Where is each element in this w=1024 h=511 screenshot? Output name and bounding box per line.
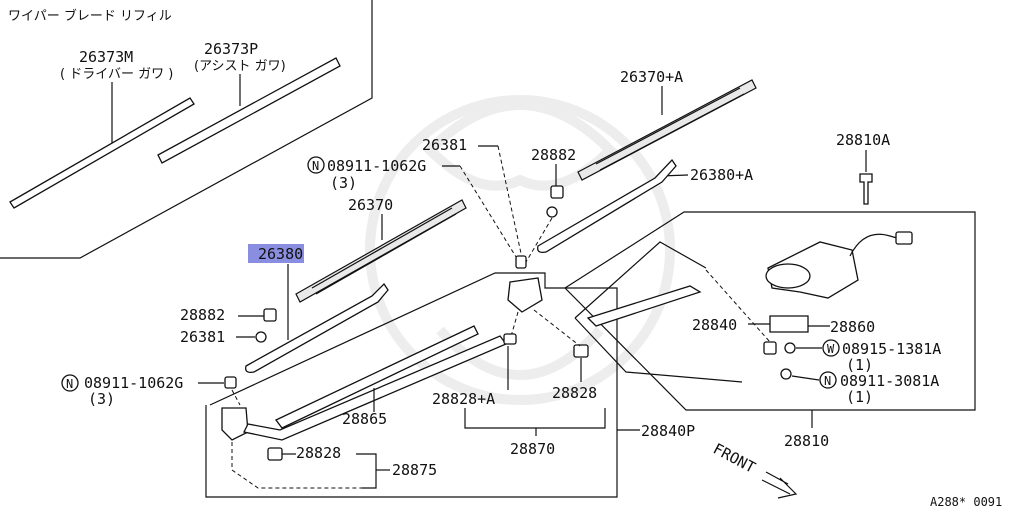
nut-motor — [763, 341, 777, 355]
motor-connector — [895, 231, 913, 245]
refill-assist-strip — [157, 57, 341, 164]
label-08911-top-qty: (3) — [330, 174, 357, 192]
label-26380a: 26380+A — [690, 166, 753, 184]
nut-28882-top — [550, 185, 564, 199]
pivot-right — [507, 277, 543, 313]
bracket-28860 — [769, 315, 809, 333]
label-28840: 28840 — [692, 316, 737, 334]
cap-26381-left — [255, 331, 267, 343]
nut-n-motor — [780, 368, 792, 380]
label-26373m-note: ( ドライバー ガワ ) — [60, 67, 173, 82]
motor-body — [765, 263, 811, 289]
linkage-group: 28840P 28865 28828+A 28828 28870 28828 2… — [205, 272, 695, 498]
bracket-28840 — [586, 285, 702, 327]
label-28828-b: 28828 — [552, 384, 597, 402]
label-28810: 28810 — [784, 432, 829, 450]
label-26370: 26370 — [348, 196, 393, 214]
nut-top-stack — [515, 255, 527, 269]
n-symbol-motor: N — [824, 374, 831, 388]
motor-harness — [849, 233, 905, 257]
n-circle-left — [61, 374, 79, 392]
label-08911-left-qty: (3) — [88, 390, 115, 408]
assist-blade-group: 26370+A 26380+A 26381 28882 N 08911-1062… — [307, 68, 757, 269]
highlight-26380 — [248, 244, 304, 263]
label-26370a: 26370+A — [620, 68, 683, 86]
label-08915: 08915-1381A — [842, 340, 941, 358]
label-28828a: 28828+A — [432, 390, 495, 408]
label-26373p-note: (アシスト ガワ) — [194, 59, 286, 74]
label-26373m: 26373M — [79, 48, 133, 66]
label-26373p: 26373P — [204, 40, 258, 58]
label-26380: 26380 — [258, 245, 303, 263]
label-28875: 28875 — [392, 461, 437, 479]
washer-w — [784, 342, 796, 354]
nut-28882-left — [263, 308, 277, 322]
pivot-left — [221, 407, 249, 441]
label-28882-top: 28882 — [531, 146, 576, 164]
nut-left — [224, 376, 237, 389]
label-26381-top: 26381 — [422, 136, 467, 154]
assist-arm — [537, 158, 677, 254]
label-28810a: 28810A — [836, 131, 890, 149]
w-circle — [822, 339, 840, 357]
motor-frame — [564, 211, 976, 411]
front-label: FRONT — [710, 440, 758, 477]
label-08911-motor: 08911-3081A — [840, 372, 939, 390]
refill-title: ワイパー ブレード リフィル — [8, 8, 172, 24]
bush-28828-a — [503, 333, 517, 345]
label-08915-qty: (1) — [846, 356, 873, 374]
label-08911-motor-qty: (1) — [846, 388, 873, 406]
label-28870: 28870 — [510, 440, 555, 458]
label-26381-left: 26381 — [180, 328, 225, 346]
driver-blade — [295, 199, 467, 303]
driver-blade-group: 26370 26380 28882 26381 N 08911-1062G (3… — [61, 196, 467, 408]
linkage-frame — [205, 272, 618, 498]
label-08911-left: 08911-1062G — [84, 374, 183, 392]
refill-panel: ワイパー ブレード リフィル 26373M ( ドライバー ガワ ) 26373… — [0, 0, 373, 259]
diagram-code: A288* 0091 — [930, 495, 1002, 509]
n-circle-top — [307, 156, 325, 174]
motor-bolt — [859, 173, 873, 205]
link-28865 — [275, 325, 479, 429]
label-08911-top: 08911-1062G — [327, 157, 426, 175]
refill-driver-strip — [9, 97, 195, 209]
front-arrow-icon — [761, 471, 798, 499]
n-circle-motor — [819, 371, 837, 389]
label-28865: 28865 — [342, 410, 387, 428]
bush-28828-b — [573, 344, 589, 358]
label-28860: 28860 — [830, 318, 875, 336]
n-symbol-top: N — [312, 159, 319, 173]
driver-arm — [245, 282, 389, 374]
w-symbol: W — [827, 342, 835, 356]
label-28828-c: 28828 — [296, 444, 341, 462]
n-symbol-left: N — [66, 377, 73, 391]
bush-28828-c — [267, 447, 283, 461]
motor-group: 28810A 28840 28860 W 08915-1381A (1) N 0… — [564, 131, 976, 450]
label-28882-left: 28882 — [180, 306, 225, 324]
cap-26381-top — [546, 206, 558, 218]
assist-blade — [577, 79, 757, 181]
label-28840p: 28840P — [641, 422, 695, 440]
